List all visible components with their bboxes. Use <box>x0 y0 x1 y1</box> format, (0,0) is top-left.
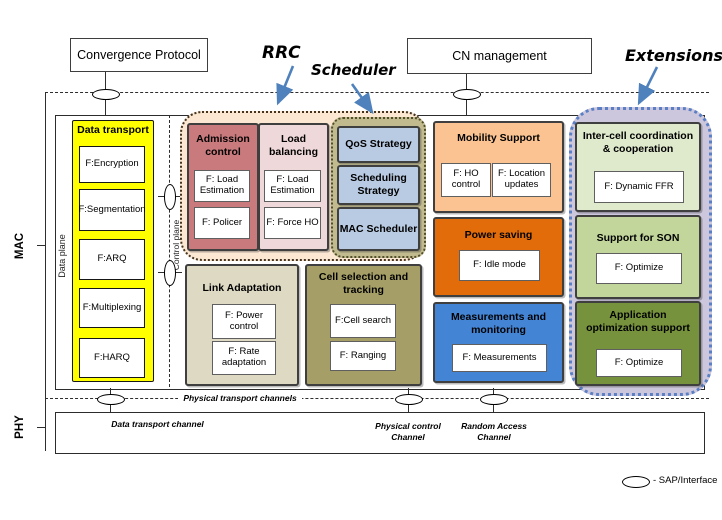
phy-bracket-line <box>45 398 46 451</box>
phy-bracket-tick <box>37 427 45 428</box>
function-encryption: F:Encryption <box>79 146 145 183</box>
phy-box <box>55 412 705 454</box>
cell-selection-block: Cell selection and tracking F:Cell searc… <box>305 264 422 386</box>
power-saving-title: Power saving <box>464 229 533 241</box>
sap-oval-plane-1 <box>164 184 176 210</box>
function-policer: F: Policer <box>194 207 250 239</box>
physical-transport-channels-label: Physical transport channels <box>178 393 302 405</box>
mac-layer-label: MAC <box>14 232 26 260</box>
data-transport-title: Data transport <box>77 124 149 136</box>
convergence-protocol-label: Convergence Protocol <box>77 48 201 62</box>
scheduler-annotation: Scheduler <box>311 61 396 79</box>
qos-strategy-label: QoS Strategy <box>345 138 412 151</box>
sap-oval-control-channel <box>395 394 423 405</box>
qos-strategy-box: QoS Strategy <box>337 126 420 163</box>
link-adaptation-title: Link Adaptation <box>202 282 282 294</box>
son-block: Support for SON F: Optimize <box>575 215 701 299</box>
random-access-channel-label: Random Access Channel <box>461 421 527 443</box>
function-segmentation: F:Segmentation <box>78 189 146 231</box>
physical-control-channel-label: Physical control Channel <box>375 421 441 443</box>
function-optimize-app: F: Optimize <box>596 349 682 377</box>
app-optimization-title: Application optimization support <box>586 309 690 334</box>
app-optimization-block: Application optimization support F: Opti… <box>575 301 701 386</box>
measurements-block: Measurements and monitoring F: Measureme… <box>433 302 564 383</box>
function-multiplexing: F:Multiplexing <box>79 288 145 328</box>
link-adaptation-block: Link Adaptation F: Power control F: Rate… <box>185 264 299 386</box>
mobility-support-block: Mobility Support F: HO control F: Locati… <box>433 121 564 213</box>
admission-control-title: Admission control <box>196 133 250 158</box>
plane-divider-dashed-line <box>169 115 170 387</box>
scheduler-arrow <box>350 83 374 115</box>
function-harq: F:HARQ <box>79 338 145 378</box>
function-force-ho: F: Force HO <box>264 207 321 239</box>
data-transport-block: Data transport F:Encryption F:Segmentati… <box>72 120 154 382</box>
sap-oval-plane-2 <box>164 260 176 286</box>
data-plane-label: Data plane <box>57 234 67 278</box>
legend-sap-label: - SAP/Interface <box>653 475 718 486</box>
mac-top-dashed-line <box>45 92 709 93</box>
phy-layer-label: PHY <box>14 415 26 439</box>
mac-scheduler-label: MAC Scheduler <box>339 222 418 235</box>
load-balancing-block: Load balancing F: Load Estimation F: For… <box>258 123 329 251</box>
sap-oval-convergence <box>92 89 120 100</box>
inter-cell-block: Inter-cell coordination & cooperation F:… <box>575 122 701 212</box>
mobility-support-title: Mobility Support <box>457 132 540 144</box>
function-idle-mode: F: Idle mode <box>459 250 540 281</box>
scheduling-strategy-box: Scheduling Strategy <box>337 165 420 205</box>
sap-oval-random-access <box>480 394 508 405</box>
function-cell-search: F:Cell search <box>330 304 396 338</box>
admission-control-block: Admission control F: Load Estimation F: … <box>187 123 259 251</box>
function-optimize-son: F: Optimize <box>596 253 682 284</box>
function-load-estimation: F: Load Estimation <box>194 170 250 202</box>
function-arq: F:ARQ <box>79 239 145 280</box>
mac-scheduler-box: MAC Scheduler <box>337 207 420 251</box>
rrc-arrow <box>276 65 295 106</box>
power-saving-block: Power saving F: Idle mode <box>433 217 564 297</box>
cn-management-label: CN management <box>452 49 547 63</box>
extensions-annotation: Extensions <box>625 46 722 65</box>
function-load-estimation-2: F: Load Estimation <box>264 170 321 202</box>
son-title: Support for SON <box>596 232 680 244</box>
mac-bracket-tick <box>37 245 45 246</box>
function-ho-control: F: HO control <box>441 163 491 197</box>
function-location-updates: F: Location updates <box>492 163 551 197</box>
function-measurements: F: Measurements <box>452 344 547 372</box>
data-transport-channel-label: Data transport channel <box>111 419 204 429</box>
load-balancing-title: Load balancing <box>268 133 318 158</box>
inter-cell-title: Inter-cell coordination & cooperation <box>582 130 694 155</box>
convergence-protocol-box: Convergence Protocol <box>70 38 208 72</box>
cn-management-box: CN management <box>407 38 592 74</box>
cell-selection-title: Cell selection and tracking <box>318 271 409 296</box>
function-rate-adaptation: F: Rate adaptation <box>212 341 276 375</box>
legend-sap-oval <box>622 476 650 488</box>
sap-oval-cn <box>453 89 481 100</box>
measurements-title: Measurements and monitoring <box>450 311 547 336</box>
rrc-annotation: RRC <box>262 43 301 63</box>
phy-top-dashed-line <box>45 398 709 399</box>
function-dynamic-ffr: F: Dynamic FFR <box>594 171 684 203</box>
scheduling-strategy-label: Scheduling Strategy <box>350 172 407 197</box>
extensions-arrow <box>637 66 659 106</box>
sap-oval-data-channel <box>97 394 125 405</box>
mac-bracket-line <box>45 92 46 399</box>
function-ranging: F: Ranging <box>330 341 396 371</box>
function-power-control: F: Power control <box>212 304 276 339</box>
